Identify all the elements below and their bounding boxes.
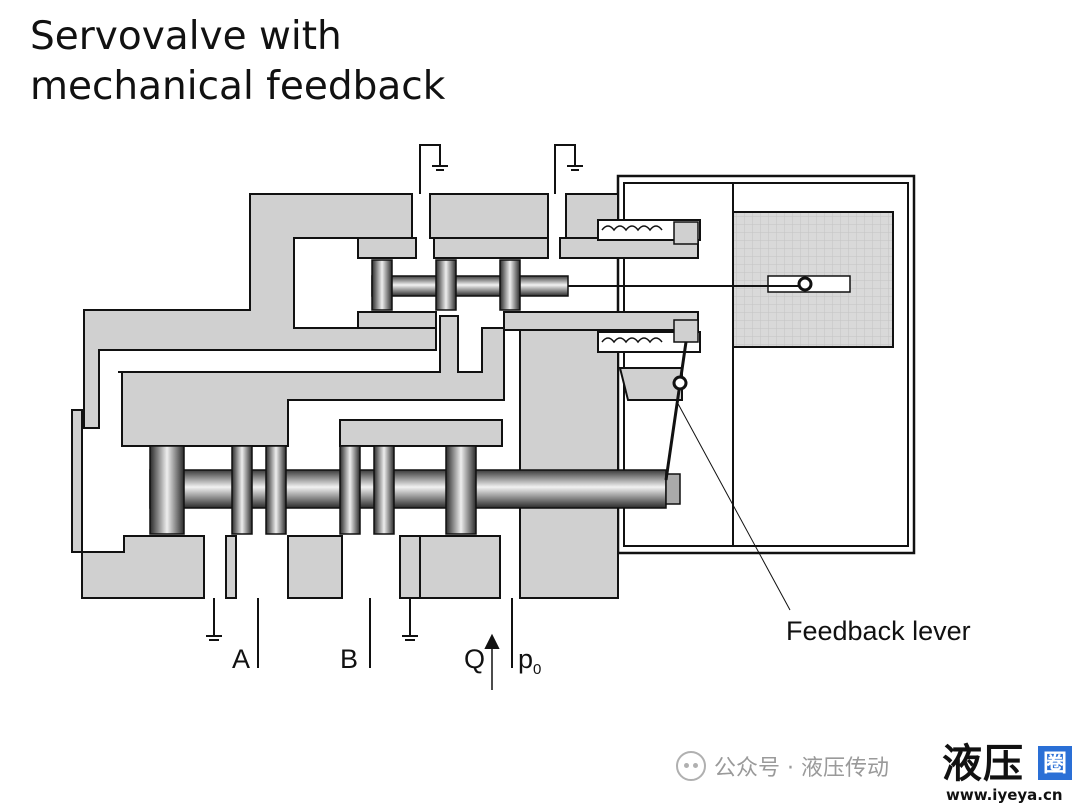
page-title: Servovalve with mechanical feedback <box>30 12 445 112</box>
tank-return-top <box>419 144 583 194</box>
port-a-label: A <box>232 644 250 674</box>
watermark-text: 公众号 · 液压传动 <box>714 756 889 781</box>
logo-main-text: 液压 <box>942 741 1024 787</box>
wechat-icon <box>676 751 706 781</box>
watermark: 公众号 · 液压传动 <box>676 748 889 784</box>
feedback-lever <box>664 341 791 611</box>
pressure-label: p0 <box>518 644 541 678</box>
flow-label: Q <box>464 644 485 674</box>
port-lines <box>206 598 513 690</box>
logo-url: www.iyeya.cn <box>946 786 1063 804</box>
springs <box>601 221 699 344</box>
valve-body <box>71 193 701 599</box>
feedback-lever-label: Feedback lever <box>786 616 971 646</box>
main-spool <box>149 445 681 535</box>
site-logo: 液压 圈 www.iyeya.cn <box>942 742 1074 806</box>
port-b-label: B <box>340 644 358 674</box>
flapper-pivot <box>797 276 813 292</box>
pressure-symbol: p <box>518 644 533 674</box>
pilot-spool <box>371 259 813 311</box>
title-line-2: mechanical feedback <box>30 64 446 109</box>
logo-box-text: 圈 <box>1038 746 1072 780</box>
pressure-subscript: 0 <box>533 661 541 678</box>
title-line-1: Servovalve with <box>30 14 342 59</box>
